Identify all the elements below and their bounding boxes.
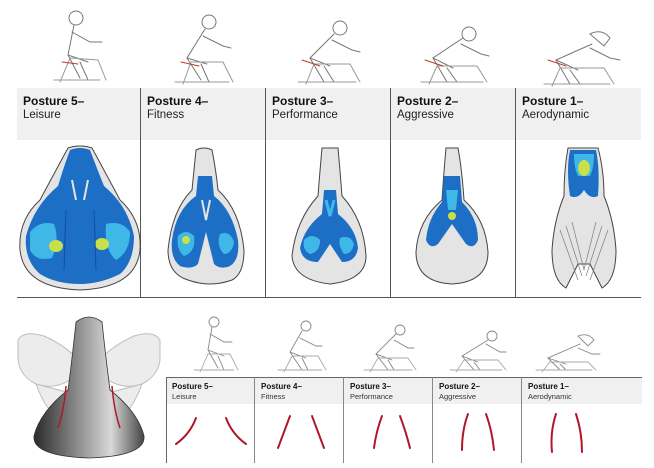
posture-subtitle: Performance — [350, 392, 393, 401]
posture-subtitle: Aggressive — [397, 109, 454, 121]
posture-header: Posture 5– Leisure — [17, 88, 140, 140]
pelvis-bone-icon — [17, 333, 161, 417]
saddle-posture-4 — [167, 147, 245, 285]
saddle-pressure-table: Posture 5– Leisure Posture 4– Fitness Po… — [17, 88, 641, 298]
column-divider — [254, 377, 255, 463]
rider-posture-4-sketch — [174, 14, 234, 85]
saddle-posture-1 — [551, 147, 617, 289]
bottom-posture-header-4: Posture 4– Fitness — [255, 378, 343, 404]
posture-title: Posture 1– — [522, 94, 584, 108]
saddle-pressure-maps — [19, 145, 617, 291]
saddle-posture-2 — [415, 147, 489, 285]
column-divider — [166, 377, 167, 463]
rider-posture-1-sketch — [543, 31, 621, 87]
bottom-table-top-border — [166, 377, 642, 378]
column-divider — [140, 88, 141, 298]
posture-title: Posture 3– — [350, 382, 391, 391]
posture-subtitle: Fitness — [147, 109, 185, 121]
posture-header: Posture 3– Performance — [266, 88, 390, 140]
saddle-posture-5 — [19, 145, 141, 291]
posture-subtitle: Aerodynamic — [522, 109, 590, 121]
contour-posture-1 — [550, 413, 583, 453]
table-bottom-border — [17, 297, 641, 298]
posture-title: Posture 5– — [172, 382, 213, 391]
rider-posture-1-small-sketch — [535, 334, 601, 373]
posture-header: Posture 1– Aerodynamic — [516, 88, 641, 140]
contour-posture-4 — [277, 415, 325, 449]
bottom-posture-header-5: Posture 5– Leisure — [166, 378, 254, 404]
posture-title: Posture 4– — [261, 382, 302, 391]
posture-title: Posture 1– — [528, 382, 569, 391]
rider-posture-5-small-sketch — [193, 316, 239, 373]
column-divider — [515, 88, 516, 298]
posture-subtitle: Leisure — [172, 392, 197, 401]
contour-posture-2 — [461, 413, 495, 451]
rider-posture-3-small-sketch — [363, 324, 417, 373]
rider-posture-4-small-sketch — [277, 320, 327, 373]
posture-column-1: Posture 1– Aerodynamic — [516, 88, 641, 298]
posture-column-4: Posture 4– Fitness — [141, 88, 265, 298]
rider-posture-2-sketch — [420, 26, 490, 85]
contour-posture-5 — [175, 417, 247, 445]
bottom-cyclist-sketches — [193, 316, 601, 373]
posture-title: Posture 5– — [23, 94, 85, 108]
posture-title: Posture 2– — [397, 94, 459, 108]
rider-posture-2-small-sketch — [449, 330, 507, 373]
column-divider — [432, 377, 433, 463]
rider-posture-3-sketch — [297, 20, 361, 85]
pelvic-contour-curves — [175, 413, 583, 453]
posture-title: Posture 3– — [272, 94, 334, 108]
posture-subtitle: Aggressive — [439, 392, 477, 401]
posture-subtitle: Performance — [272, 109, 338, 121]
posture-title: Posture 2– — [439, 382, 480, 391]
column-divider — [521, 377, 522, 463]
pelvis-saddle-illustration — [17, 316, 161, 459]
posture-column-5: Posture 5– Leisure — [17, 88, 140, 298]
column-divider — [390, 88, 391, 298]
posture-header: Posture 4– Fitness — [141, 88, 265, 140]
posture-column-3: Posture 3– Performance — [266, 88, 390, 298]
bottom-posture-header-1: Posture 1– Aerodynamic — [522, 378, 642, 404]
posture-subtitle: Aerodynamic — [528, 392, 572, 401]
posture-header: Posture 2– Aggressive — [391, 88, 515, 140]
column-divider — [343, 377, 344, 463]
contour-posture-3 — [373, 415, 411, 449]
posture-column-2: Posture 2– Aggressive — [391, 88, 515, 298]
column-divider — [265, 88, 266, 298]
bottom-posture-header-3: Posture 3– Performance — [344, 378, 432, 404]
posture-subtitle: Fitness — [261, 392, 286, 401]
top-cyclist-sketches — [53, 10, 621, 87]
saddle-posture-3 — [291, 147, 367, 285]
posture-subtitle: Leisure — [23, 109, 61, 121]
posture-title: Posture 4– — [147, 94, 209, 108]
bottom-posture-header-2: Posture 2– Aggressive — [433, 378, 521, 404]
rider-posture-5-sketch — [53, 10, 107, 83]
